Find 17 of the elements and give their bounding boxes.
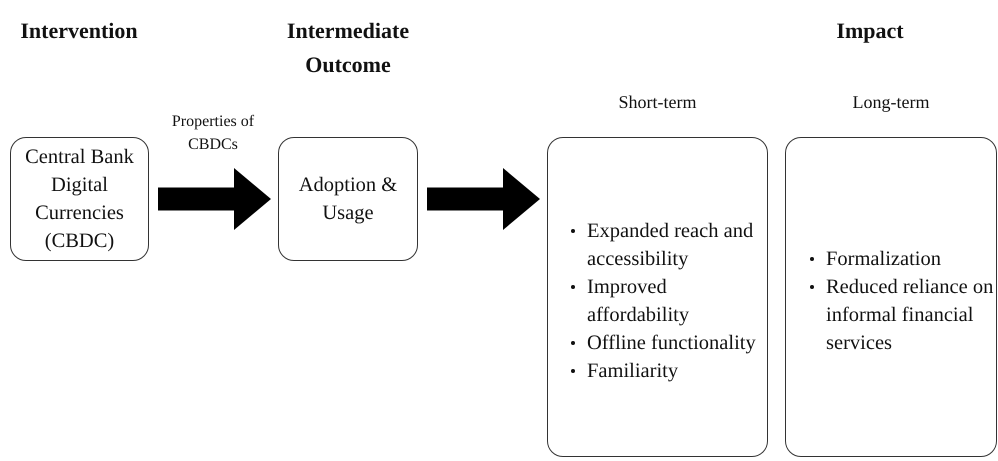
bullet-item: Improved affordability: [587, 276, 690, 326]
column-subheading: Long-term: [852, 92, 930, 113]
bullet-item: Expanded reach and accessibility: [587, 220, 754, 270]
column-subheading: Short-term: [618, 92, 698, 113]
block-arrow: [158, 168, 271, 230]
box-text: Central Bank Digital Currencies (CBDC): [24, 145, 135, 254]
column-heading: Impact: [835, 17, 905, 45]
column-heading: Intervention: [19, 17, 139, 45]
bullet-item: Reduced reliance on informal financial services: [826, 276, 994, 354]
bullet-item: Offline functionality: [587, 332, 756, 354]
box-text: Adoption & Usage: [298, 173, 398, 226]
process-box: [10, 137, 149, 261]
block-arrow: [427, 168, 540, 230]
bullet-item: Formalization: [826, 248, 942, 270]
bullet-item: Familiarity: [587, 360, 678, 382]
process-box: [278, 137, 418, 261]
column-heading: Intermediate Outcome: [286, 17, 410, 79]
